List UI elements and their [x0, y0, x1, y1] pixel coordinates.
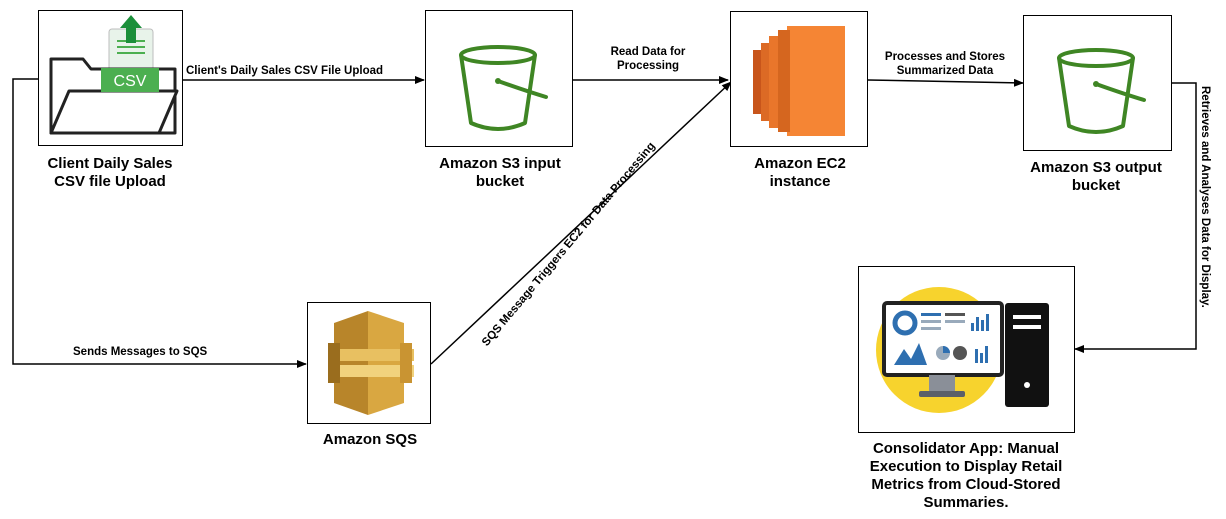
ec2-label: Amazon EC2 instance: [754, 155, 846, 190]
arrow-retrieve: [1074, 82, 1197, 353]
csv-folder-icon: CSV: [49, 15, 179, 135]
svg-text:CSV: CSV: [114, 73, 147, 90]
sqs-queue-icon: [328, 311, 414, 415]
consolidator-app-label: Consolidator App: Manual Execution to Di…: [869, 440, 1063, 511]
s3-output-label: Amazon S3 output bucket: [1030, 159, 1162, 194]
sqs-box: [307, 302, 431, 424]
arrow-process: [867, 78, 1024, 87]
arrow-sqs-trigger: [430, 81, 732, 365]
ec2-instance-icon: [753, 26, 845, 136]
s3-output-box: [1023, 15, 1172, 151]
client-label: Client Daily Sales CSV file Upload: [47, 155, 173, 190]
s3-bucket-icon: [459, 45, 548, 131]
edge-label-process: Processes and Stores Summarized Data: [884, 51, 1006, 77]
s3-input-box: [425, 10, 573, 147]
edge-label-upload: Client's Daily Sales CSV File Upload: [186, 65, 384, 77]
s3-bucket-icon: [1057, 48, 1146, 134]
sqs-label: Amazon SQS: [322, 431, 418, 448]
s3-input-label: Amazon S3 input bucket: [439, 155, 561, 190]
ec2-box: [730, 11, 868, 147]
edge-label-sqs-send: Sends Messages to SQS: [73, 346, 208, 358]
client-upload-box: CSV: [38, 10, 183, 146]
edge-label-read: Read Data for Processing: [610, 46, 686, 72]
arrow-sqs-send: [12, 78, 307, 368]
desktop-dashboard-icon: [876, 287, 1049, 413]
edge-label-retrieve: Retrieves and Analyses Data for Display.: [1199, 86, 1211, 308]
consolidator-app-box: [858, 266, 1075, 433]
